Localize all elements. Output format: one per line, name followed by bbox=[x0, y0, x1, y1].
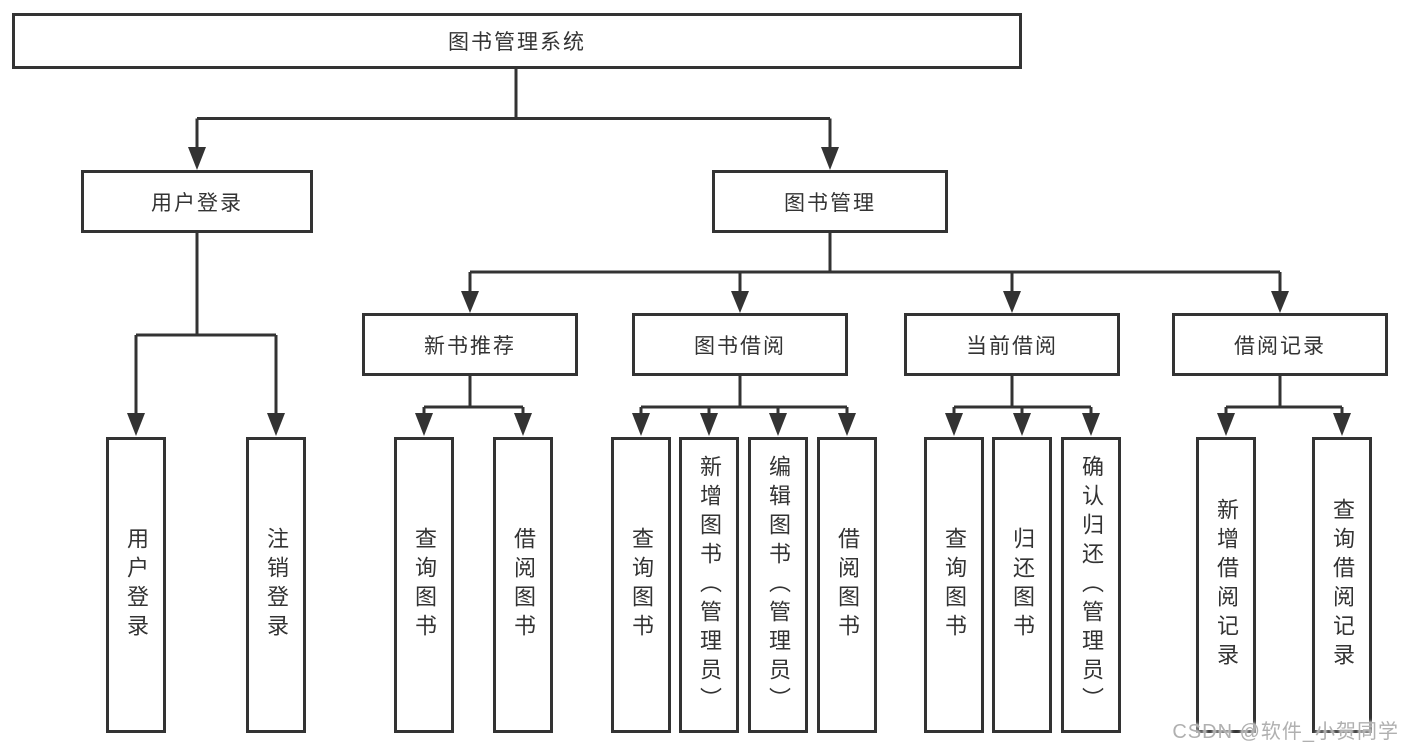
leaf-borrow-books: 借阅图书 bbox=[817, 437, 877, 733]
node-label: 查询图书 bbox=[629, 527, 654, 643]
node-label: 当前借阅 bbox=[966, 334, 1058, 358]
csdn-watermark: CSDN @软件_小贺同学 bbox=[1172, 721, 1399, 743]
connector-bookmgmt-to-level2 bbox=[461, 233, 1289, 313]
node-borrow-records: 借阅记录 bbox=[1172, 313, 1388, 376]
node-label: 借阅图书 bbox=[511, 527, 536, 643]
node-label: 用户登录 bbox=[124, 527, 149, 643]
leaf-query-books-borrow: 查询图书 bbox=[611, 437, 671, 733]
node-label: 查询图书 bbox=[942, 527, 967, 643]
node-label: 查询借阅记录 bbox=[1330, 498, 1355, 672]
connector-newbooks-to-leaves bbox=[415, 376, 532, 436]
node-label: 编辑图书（管理员） bbox=[766, 454, 791, 716]
node-user-login: 用户登录 bbox=[81, 170, 313, 233]
leaf-query-books-current: 查询图书 bbox=[924, 437, 984, 733]
leaf-query-books-recommend: 查询图书 bbox=[394, 437, 454, 733]
node-label: 新增图书（管理员） bbox=[697, 454, 722, 716]
leaf-return-books: 归还图书 bbox=[992, 437, 1052, 733]
connector-current-to-leaves bbox=[945, 376, 1100, 436]
connector-records-to-leaves bbox=[1217, 376, 1351, 436]
node-label: 注销登录 bbox=[264, 527, 289, 643]
node-label: 借阅记录 bbox=[1234, 334, 1326, 358]
node-label: 用户登录 bbox=[151, 191, 243, 215]
leaf-borrow-books-recommend: 借阅图书 bbox=[493, 437, 553, 733]
node-label: 新书推荐 bbox=[424, 334, 516, 358]
node-book-management: 图书管理 bbox=[712, 170, 948, 233]
node-root: 图书管理系统 bbox=[12, 13, 1022, 69]
node-current-borrow: 当前借阅 bbox=[904, 313, 1120, 376]
node-label: 新增借阅记录 bbox=[1214, 498, 1239, 672]
leaf-query-borrow-record: 查询借阅记录 bbox=[1312, 437, 1372, 733]
node-label: 确认归还（管理员） bbox=[1079, 454, 1104, 716]
node-label: 归还图书 bbox=[1010, 527, 1035, 643]
node-book-borrow: 图书借阅 bbox=[632, 313, 848, 376]
connector-borrow-to-leaves bbox=[632, 376, 856, 436]
node-new-book-recommend: 新书推荐 bbox=[362, 313, 578, 376]
leaf-add-book-admin: 新增图书（管理员） bbox=[679, 437, 739, 733]
node-label: 图书管理系统 bbox=[448, 31, 586, 54]
leaf-logout: 注销登录 bbox=[246, 437, 306, 733]
leaf-confirm-return-admin: 确认归还（管理员） bbox=[1061, 437, 1121, 733]
leaf-edit-book-admin: 编辑图书（管理员） bbox=[748, 437, 808, 733]
connector-root-to-level1 bbox=[188, 69, 839, 170]
node-label: 查询图书 bbox=[412, 527, 437, 643]
connector-userlogin-to-leaves bbox=[127, 233, 285, 436]
leaf-add-borrow-record: 新增借阅记录 bbox=[1196, 437, 1256, 733]
node-label: 借阅图书 bbox=[835, 527, 860, 643]
node-label: 图书管理 bbox=[784, 191, 876, 215]
leaf-user-login: 用户登录 bbox=[106, 437, 166, 733]
node-label: 图书借阅 bbox=[694, 334, 786, 358]
